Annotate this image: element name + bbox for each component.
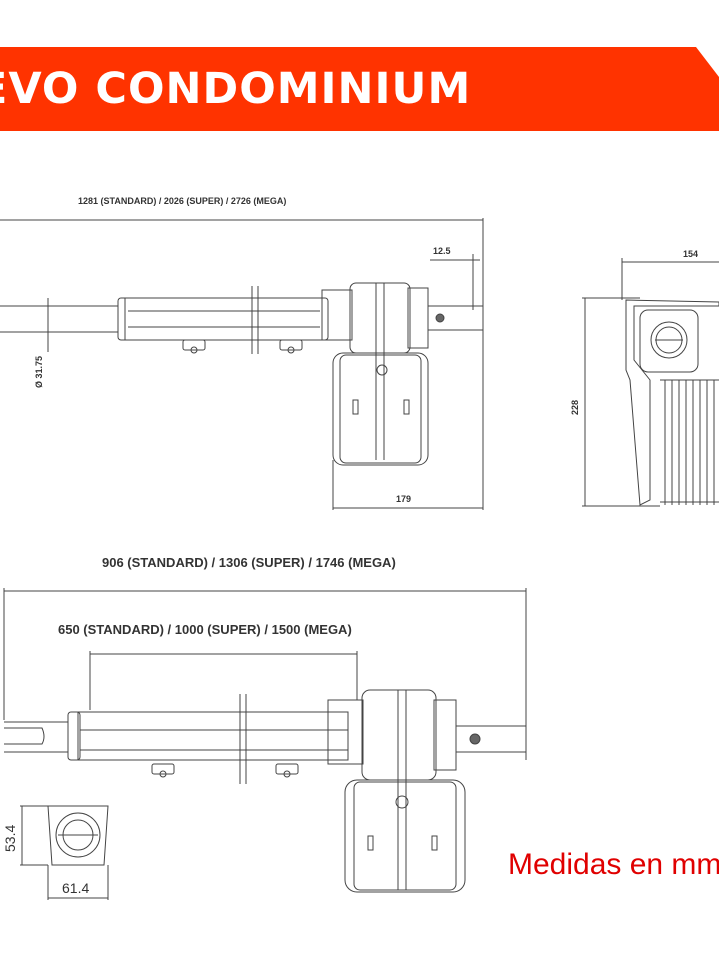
- side-width-label: 154: [683, 249, 699, 259]
- side-height-label: 228: [570, 399, 580, 415]
- product-title: EVO CONDOMINIUM: [0, 64, 472, 114]
- units-note: Medidas en mm: [508, 848, 719, 881]
- stroke-length-label: 650 (STANDARD) / 1000 (SUPER) / 1500 (ME…: [58, 622, 352, 637]
- title-banner: [0, 47, 719, 131]
- motor-width-label: 179: [396, 494, 412, 504]
- section-height-label: 53.4: [2, 824, 18, 852]
- banner-shape: [0, 47, 719, 131]
- top-end-offset-label: 12.5: [433, 246, 451, 256]
- bottom-overall-length-label: 906 (STANDARD) / 1306 (SUPER) / 1746 (ME…: [102, 555, 396, 570]
- section-width-label: 61.4: [62, 880, 90, 896]
- rod-diameter-label: Ø 31.75: [34, 355, 44, 388]
- top-overall-length-label: 1281 (STANDARD) / 2026 (SUPER) / 2726 (M…: [78, 196, 287, 206]
